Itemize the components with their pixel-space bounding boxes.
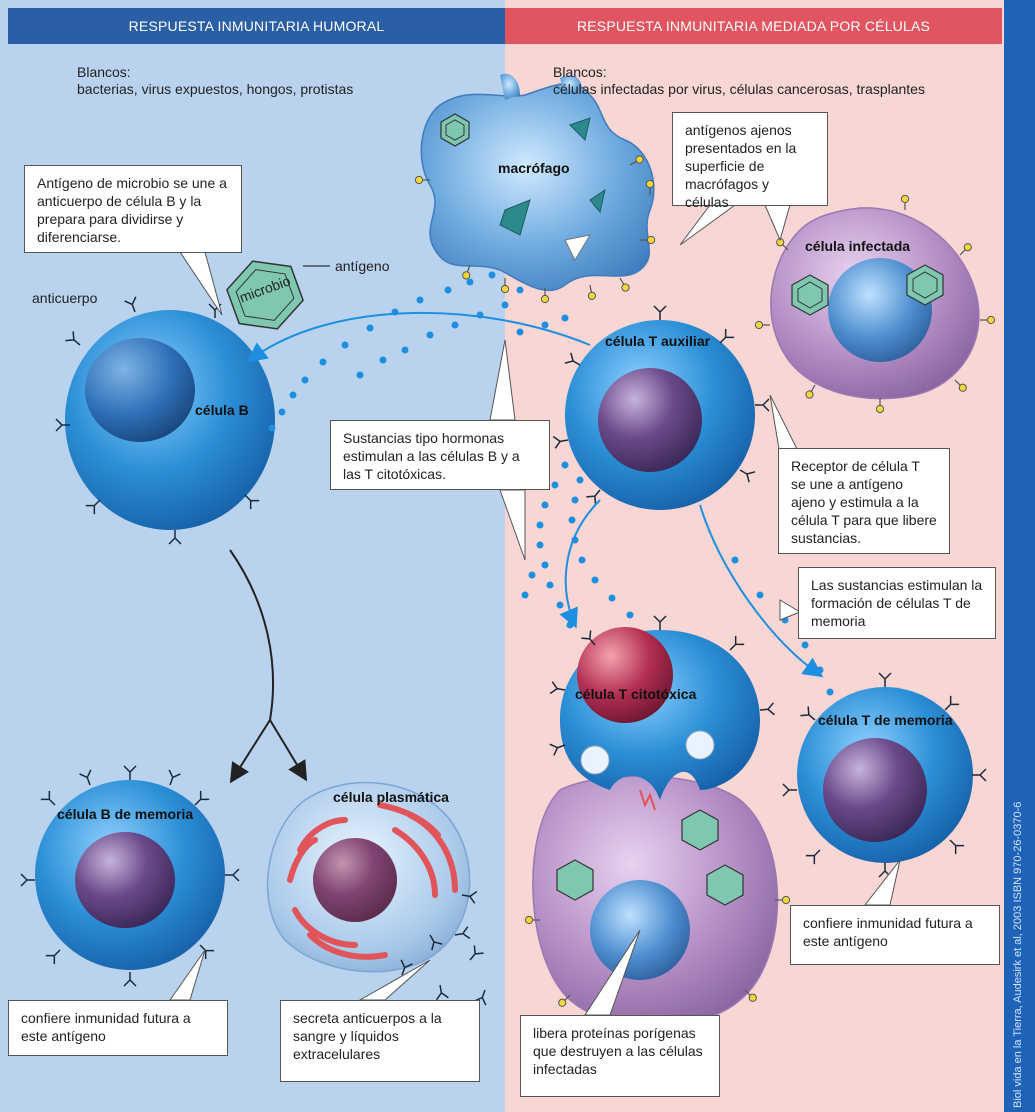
label-memory-t-cell: célula T de memoria: [818, 712, 953, 728]
callout-immunity-t: confiere inmunidad futura a este antígen…: [790, 905, 1000, 965]
cellular-targets-title: Blancos:: [553, 64, 925, 81]
humoral-targets-text: bacterias, virus expuestos, hongos, prot…: [77, 81, 353, 98]
callout-antigen-microbe: Antígeno de microbio se une a anticuerpo…: [24, 165, 242, 253]
callout-t-receptor: Receptor de célula T se une a antígeno a…: [778, 448, 950, 554]
label-antibody: anticuerpo: [32, 290, 97, 306]
humoral-header: RESPUESTA INMUNITARIA HUMORAL: [8, 8, 505, 44]
callout-immunity-b: confiere inmunidad futura a este antígen…: [8, 1000, 228, 1056]
label-infected-cell: célula infectada: [805, 238, 910, 254]
label-helper-t-cell: célula T auxiliar: [605, 333, 710, 349]
callout-releases: libera proteínas porígenas que destruyen…: [520, 1015, 720, 1097]
callout-hormone-substances: Sustancias tipo hormonas estimulan a las…: [330, 420, 550, 490]
callout-secretes: secreta anticuerpos a la sangre y líquid…: [280, 1000, 480, 1082]
label-plasma-cell: célula plasmática: [333, 789, 449, 805]
label-macrophage: macrófago: [498, 160, 570, 176]
label-cytotoxic-t-cell: célula T citotóxica: [575, 686, 696, 702]
callout-foreign-antigens: antígenos ajenos presentados en la super…: [672, 112, 828, 206]
cellular-targets: Blancos: células infectadas por virus, c…: [553, 64, 925, 98]
label-memory-b-cell: célula B de memoria: [57, 806, 193, 822]
cellular-targets-text: células infectadas por virus, células ca…: [553, 81, 925, 98]
label-b-cell: célula B: [195, 402, 249, 418]
source-credit: Biol vida en la Tierra, Audesirk et al, …: [1012, 802, 1024, 1108]
callout-substances-memory: Las sustancias estimulan la formación de…: [798, 567, 996, 639]
humoral-targets-title: Blancos:: [77, 64, 353, 81]
humoral-targets: Blancos: bacterias, virus expuestos, hon…: [77, 64, 353, 98]
label-antigen: antígeno: [335, 258, 390, 274]
cellular-header: RESPUESTA INMUNITARIA MEDIADA POR CÉLULA…: [505, 8, 1002, 44]
